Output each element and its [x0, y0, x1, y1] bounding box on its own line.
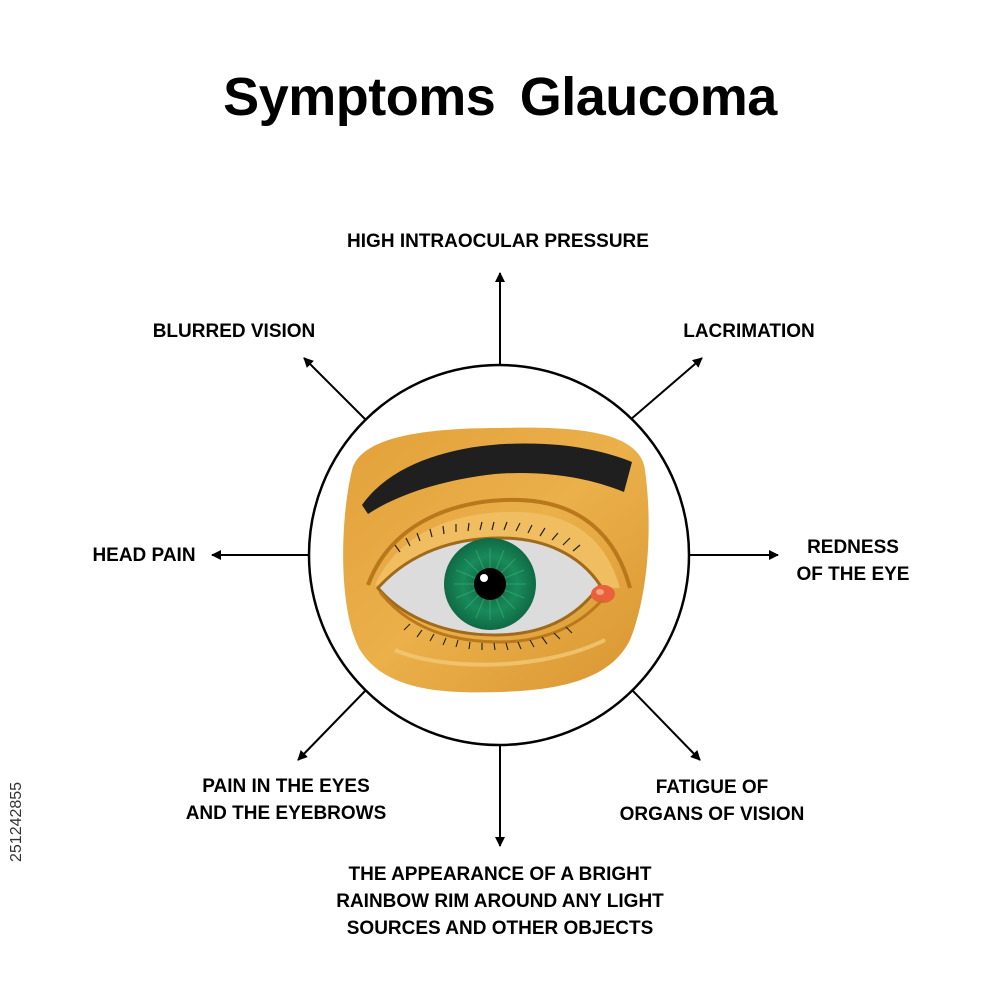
symptom-left-label: HEAD PAIN — [92, 545, 196, 566]
symptom-bottom-left-label: PAIN IN THE EYES AND THE EYEBROWS — [185, 776, 387, 824]
arrows — [211, 272, 779, 847]
symptom-top-label: HIGH INTRAOCULAR PRESSURE — [347, 231, 649, 252]
eye-illustration-icon — [343, 427, 649, 693]
symptom-top-left-label: BLURRED VISION — [152, 321, 316, 342]
arrow-up-right-icon — [629, 357, 703, 421]
arrow-down-right-icon — [631, 689, 701, 761]
symptom-right-label: REDNESS OF THE EYE — [796, 537, 910, 585]
stock-id-watermark: 251242855 — [8, 781, 25, 862]
symptom-bottom-right-label: FATIGUE OF ORGANS OF VISION — [619, 777, 805, 825]
arrow-down-left-icon — [297, 689, 367, 761]
arrow-up-left-icon — [303, 357, 367, 421]
symptom-top-right-label: LACRIMATION — [683, 321, 815, 342]
page-title: Symptoms Glaucoma — [223, 67, 777, 127]
symptom-bottom-label: THE APPEARANCE OF A BRIGHT RAINBOW RIM A… — [336, 864, 664, 939]
